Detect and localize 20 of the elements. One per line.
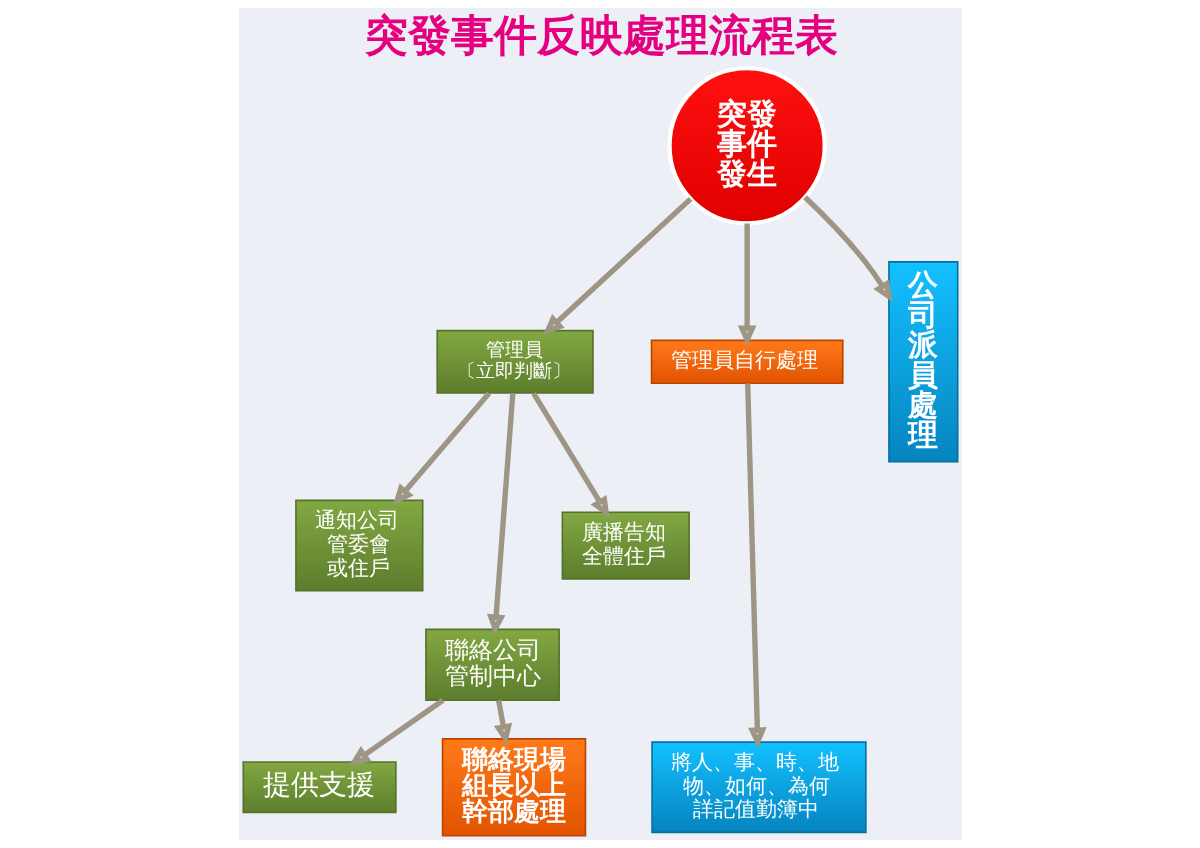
node-box: 管理員 〔立即判斷〕	[435, 329, 594, 394]
node-circle: 突發事件發生	[666, 66, 827, 226]
node-box: 通知公司管委會或住戶	[294, 499, 423, 592]
node-box: 公司派員處理	[887, 261, 958, 463]
arrow	[802, 195, 892, 303]
node-box: 提供支援	[242, 761, 397, 814]
arrow	[737, 223, 756, 347]
arrow	[486, 392, 515, 636]
diagram-title: 突發事件反映處理流程表	[364, 10, 838, 61]
arrow	[744, 383, 767, 749]
arrow	[392, 391, 491, 506]
arrow	[348, 698, 444, 766]
node-box: 廣播告知全體住戶	[561, 511, 690, 580]
node-box: 將人、事、時、地物、如何、為何詳記值勤簿中	[650, 741, 867, 834]
node-box: 管理員自行處理	[650, 339, 844, 385]
arrow	[542, 196, 692, 336]
arrow	[530, 391, 610, 518]
node-box: 聯絡公司管制中心	[424, 628, 560, 702]
arrow	[493, 699, 512, 746]
node-box: 聯絡現場組長以上幹部處理	[441, 738, 586, 837]
